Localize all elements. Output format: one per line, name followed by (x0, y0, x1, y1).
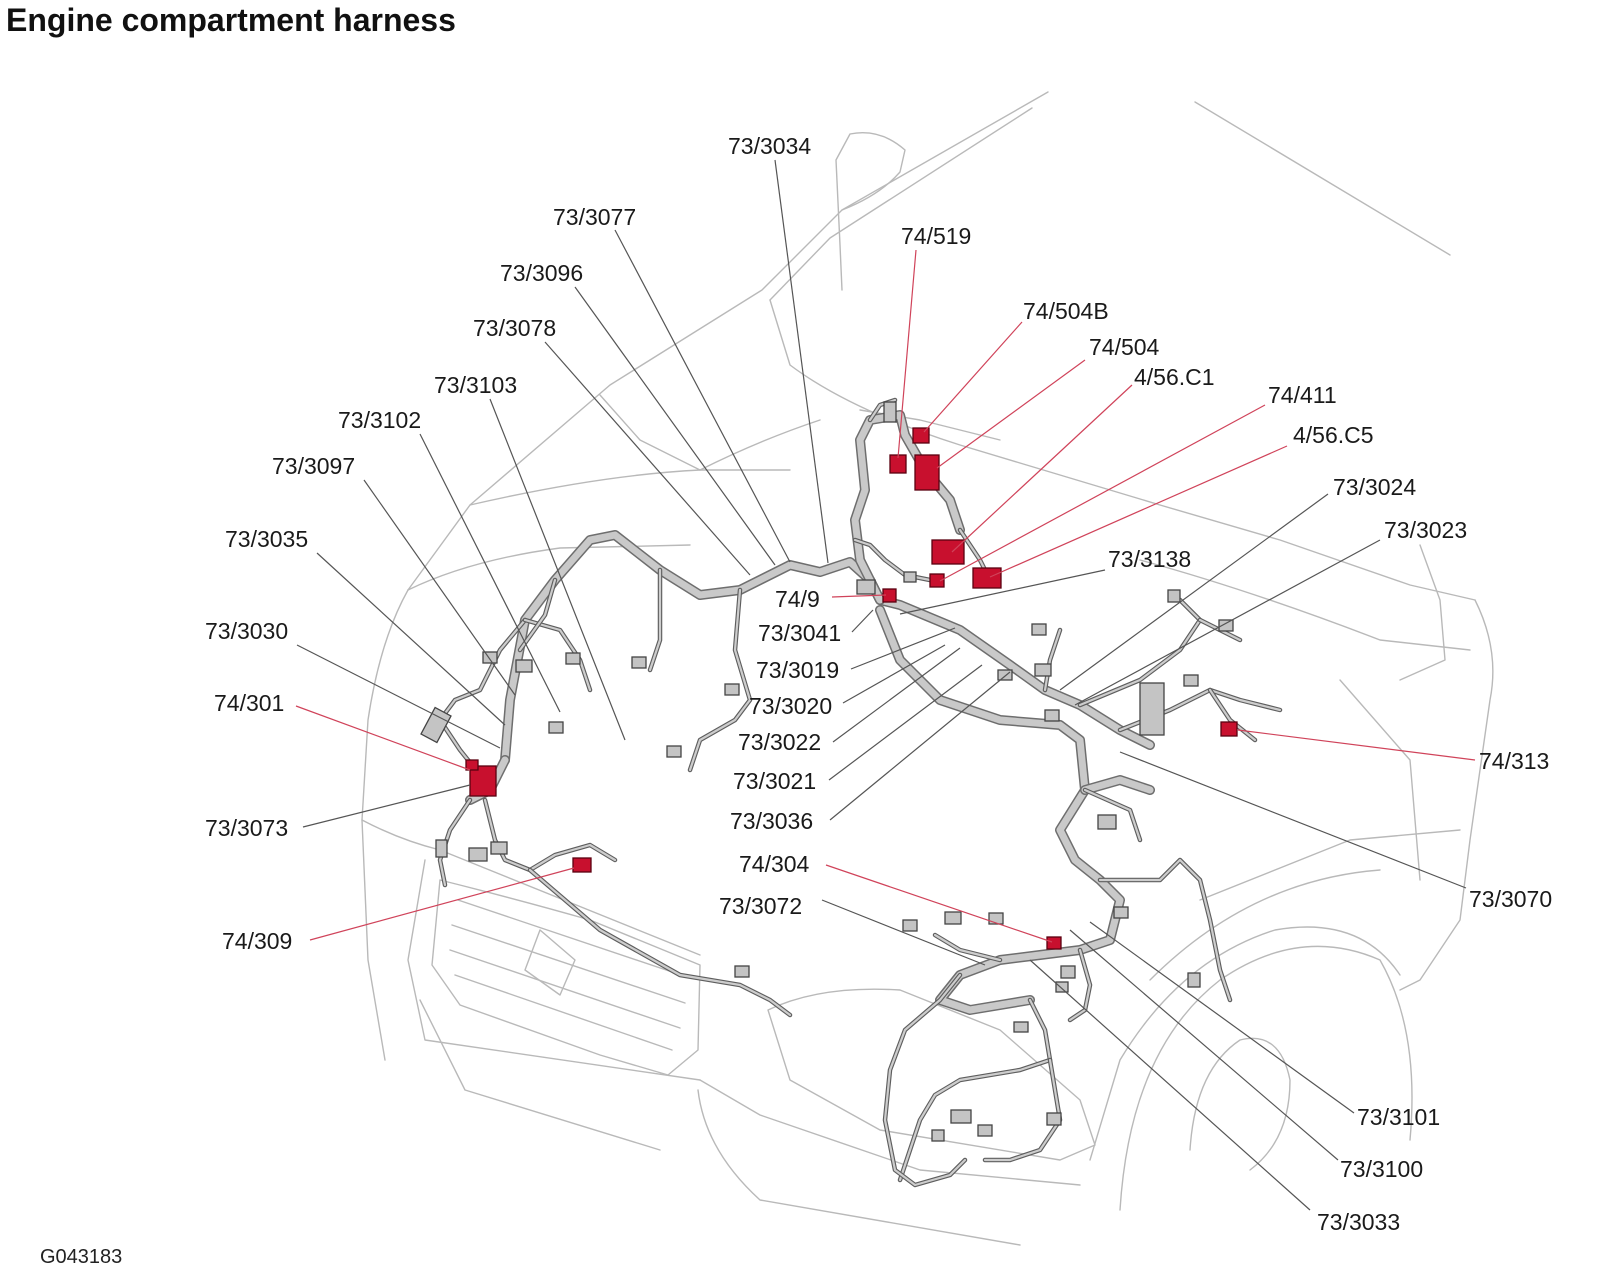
callout-73-3019: 73/3019 (756, 657, 839, 683)
figure-id: G043183 (40, 1246, 123, 1268)
callout-73-3030: 73/3030 (205, 618, 288, 644)
leader-lines (295, 159, 1476, 1211)
callout-74-313: 74/313 (1479, 748, 1549, 774)
callout-4-56-C1: 4/56.C1 (1134, 364, 1215, 390)
callout-74-504B: 74/504B (1023, 298, 1109, 324)
callout-73-3138: 73/3138 (1108, 546, 1191, 572)
callout-73-3070: 73/3070 (1469, 886, 1552, 912)
callout-73-3072: 73/3072 (719, 893, 802, 919)
car-body-outline (361, 91, 1494, 1246)
grey-connectors (420, 401, 1234, 1142)
callout-73-3073: 73/3073 (205, 815, 288, 841)
callout-74-304: 74/304 (739, 851, 810, 877)
diagram-title: Engine compartment harness (6, 2, 456, 38)
callout-73-3023: 73/3023 (1384, 517, 1467, 543)
callout-74-504: 74/504 (1089, 334, 1160, 360)
branch-wires (437, 397, 1283, 1188)
callout-73-3036: 73/3036 (730, 808, 813, 834)
callout-73-3101: 73/3101 (1357, 1104, 1440, 1130)
callout-73-3021: 73/3021 (733, 768, 816, 794)
callout-74-301: 74/301 (214, 690, 284, 716)
callout-73-3078: 73/3078 (473, 315, 556, 341)
callout-73-3033: 73/3033 (1317, 1209, 1400, 1235)
callout-73-3020: 73/3020 (749, 693, 832, 719)
callout-74-411: 74/411 (1268, 382, 1337, 408)
callout-74-9: 74/9 (775, 586, 820, 612)
highlighted-connectors (465, 427, 1238, 950)
callout-73-3100: 73/3100 (1340, 1156, 1423, 1182)
callout-73-3034: 73/3034 (728, 133, 811, 159)
callout-74-309: 74/309 (222, 928, 292, 954)
callout-labels: 73/3034 73/3077 73/3096 73/3078 73/3103 … (205, 133, 1552, 1235)
callout-73-3103: 73/3103 (434, 372, 517, 398)
callout-74-519: 74/519 (901, 223, 971, 249)
callout-73-3035: 73/3035 (225, 526, 308, 552)
callout-73-3022: 73/3022 (738, 729, 821, 755)
callout-73-3041: 73/3041 (758, 620, 841, 646)
callout-73-3096: 73/3096 (500, 260, 583, 286)
callout-4-56-C5: 4/56.C5 (1293, 422, 1374, 448)
callout-73-3097: 73/3097 (272, 453, 355, 479)
callout-73-3077: 73/3077 (553, 204, 636, 230)
callout-73-3024: 73/3024 (1333, 474, 1416, 500)
callout-73-3102: 73/3102 (338, 407, 421, 433)
